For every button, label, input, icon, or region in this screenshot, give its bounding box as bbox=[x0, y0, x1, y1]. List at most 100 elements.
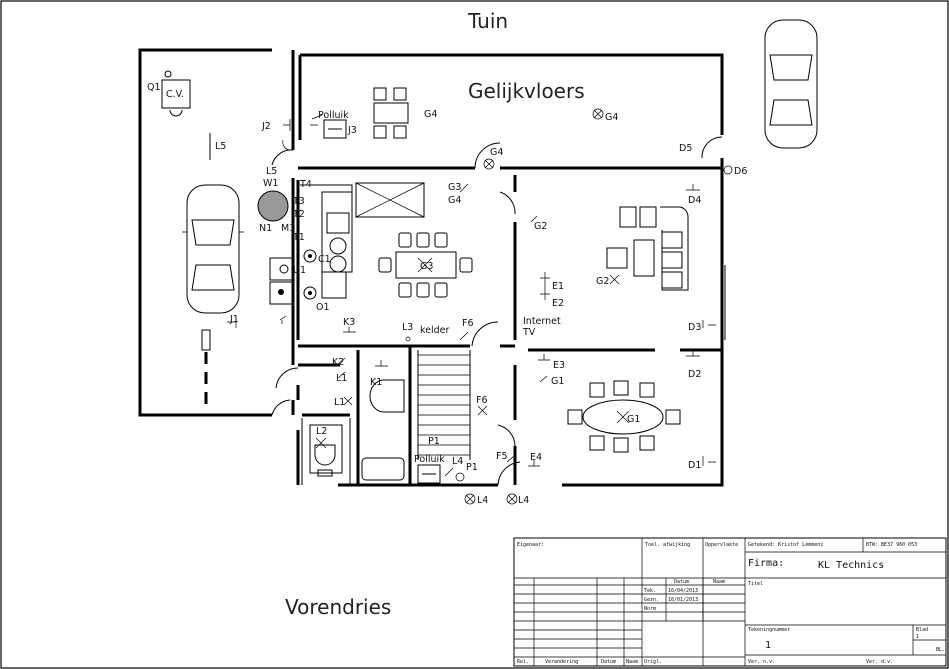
street-label: Vorendries bbox=[285, 595, 391, 619]
label-k3: K3 bbox=[343, 317, 355, 328]
tb-title: Titel bbox=[748, 581, 763, 587]
house-walls bbox=[296, 53, 726, 487]
tb-company-label: Firma: bbox=[748, 558, 784, 569]
label-g2a: G2 bbox=[534, 221, 547, 232]
tb-drawing-number: 1 bbox=[765, 640, 771, 651]
label-l5b: L5 bbox=[266, 166, 277, 177]
label-e2: E2 bbox=[552, 298, 564, 309]
label-t1: T1 bbox=[292, 232, 305, 243]
label-j3: J3 bbox=[347, 125, 357, 136]
label-e4: E4 bbox=[530, 452, 542, 463]
label-tv: TV bbox=[522, 327, 536, 338]
tb-name-header: Naam bbox=[713, 579, 725, 585]
label-g4b: G4 bbox=[605, 112, 618, 123]
label-g3b: G3 bbox=[448, 182, 461, 193]
label-t4: T4 bbox=[299, 179, 312, 190]
label-g1b: G1 bbox=[627, 414, 640, 425]
label-internet: Internet bbox=[523, 316, 561, 327]
tb-name: Naam bbox=[626, 659, 638, 665]
floor-label: Gelijkvloers bbox=[468, 79, 585, 103]
tb-sheet: 1 bbox=[916, 634, 919, 640]
label-d2: D2 bbox=[688, 369, 701, 380]
tb-change: Verandering bbox=[545, 659, 578, 665]
doors bbox=[271, 136, 723, 486]
label-d4: D4 bbox=[688, 195, 701, 206]
tb-drawn: Tek. bbox=[644, 588, 656, 594]
stairs bbox=[417, 350, 471, 460]
label-q1: Q1 bbox=[147, 82, 161, 93]
label-d3: D3 bbox=[688, 322, 701, 333]
label-l2: L2 bbox=[316, 426, 327, 437]
dining-table-top bbox=[373, 87, 409, 139]
living-sofas bbox=[606, 206, 689, 291]
lamp-markers bbox=[315, 108, 733, 505]
tb-norm: Norm bbox=[644, 606, 656, 612]
label-d5: D5 bbox=[679, 143, 692, 154]
tb-vat: BTW: BE37 960 053 bbox=[866, 542, 917, 548]
label-t3: T3 bbox=[292, 196, 305, 207]
label-shutter-top: Polluik bbox=[318, 110, 349, 121]
tb-company: KL Technics bbox=[818, 560, 884, 571]
kitchen bbox=[300, 182, 425, 299]
garage bbox=[138, 48, 295, 417]
label-j2: J2 bbox=[261, 121, 271, 132]
shutter-box-bottom bbox=[417, 464, 441, 484]
label-o1: O1 bbox=[316, 302, 330, 313]
shutter-box-top bbox=[323, 119, 347, 139]
label-shutter-bottom: Polluik bbox=[414, 454, 445, 465]
switch-symbols bbox=[227, 114, 716, 482]
kitchen-table bbox=[378, 232, 473, 298]
label-w1: W1 bbox=[263, 178, 278, 189]
label-u1: U1 bbox=[293, 265, 306, 276]
tb-sheets: BL. bbox=[936, 647, 945, 653]
tb-owner: Eigenaar: bbox=[517, 542, 544, 548]
label-g1a: G1 bbox=[551, 376, 564, 387]
label-j1: J1 bbox=[229, 314, 239, 325]
label-c1: C1 bbox=[318, 254, 331, 265]
label-f6b: F6 bbox=[476, 395, 488, 406]
boiler-box bbox=[161, 79, 191, 109]
tb-replaced-by: Ver. d.v. bbox=[866, 659, 893, 665]
label-l4a: L4 bbox=[452, 456, 463, 467]
tb-rev: Rel. bbox=[517, 659, 529, 665]
label-d6: D6 bbox=[734, 166, 747, 177]
label-l4c: L4 bbox=[518, 495, 529, 506]
tb-date: Datum bbox=[601, 659, 616, 665]
car-garage-icon bbox=[182, 184, 244, 314]
label-p1a: P1 bbox=[428, 436, 440, 447]
label-l1a: L1 bbox=[336, 373, 347, 384]
title-block: Eigenaar: Toel. afwijking Oppervlakte Ge… bbox=[513, 537, 947, 667]
label-g3a: G3 bbox=[420, 261, 433, 272]
tb-seen: Gezn. bbox=[644, 597, 659, 603]
tb-sheet-label: Blad bbox=[916, 627, 928, 633]
tb-surface: Oppervlakte bbox=[705, 542, 738, 548]
dining-oval-table bbox=[567, 380, 681, 453]
boiler-flue-icon bbox=[164, 70, 172, 78]
label-f6a: F6 bbox=[462, 318, 474, 329]
label-p1b: P1 bbox=[466, 462, 478, 473]
label-t2: T2 bbox=[292, 209, 305, 220]
label-g4c: G4 bbox=[490, 147, 503, 158]
tb-seen-date: 16/01/2013 bbox=[668, 597, 698, 603]
tb-date-header: Datum bbox=[674, 579, 689, 585]
tb-drawing-number-label: Tekeningnummer bbox=[748, 627, 790, 633]
label-l3: L3 bbox=[402, 322, 413, 333]
garden-label: Tuin bbox=[467, 9, 508, 33]
tb-original: Origl. bbox=[644, 659, 662, 665]
label-m1: M1 bbox=[281, 223, 295, 234]
label-n1: N1 bbox=[259, 223, 272, 234]
label-k1: K1 bbox=[370, 377, 382, 388]
label-l5: L5 bbox=[215, 141, 226, 152]
label-l4b: L4 bbox=[477, 495, 488, 506]
tb-tolerance: Toel. afwijking bbox=[645, 542, 690, 548]
meter-w1-icon bbox=[257, 190, 289, 222]
bathroom bbox=[309, 379, 405, 481]
label-d1: D1 bbox=[688, 460, 701, 471]
label-f5: F5 bbox=[496, 451, 508, 462]
label-g2b: G2 bbox=[596, 276, 609, 287]
tb-drawn-date: 16/04/2013 bbox=[668, 588, 698, 594]
label-g4a: G4 bbox=[424, 109, 437, 120]
label-kelder: kelder bbox=[420, 325, 450, 336]
